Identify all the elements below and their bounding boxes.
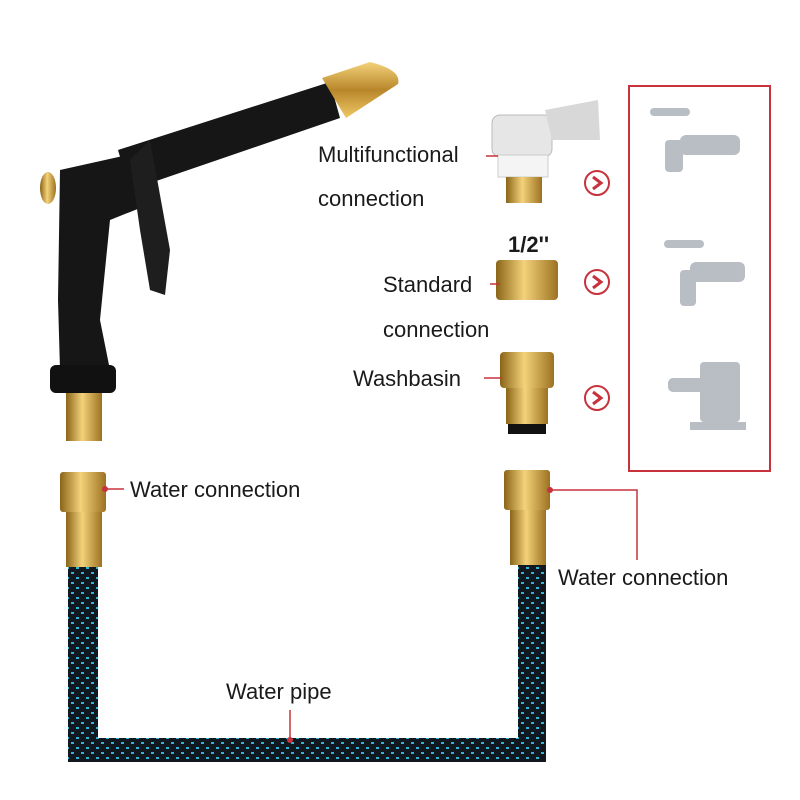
water-connection-left-label: Water connection bbox=[130, 477, 301, 502]
basin-faucet-icon bbox=[668, 362, 746, 430]
water-hose bbox=[68, 565, 546, 762]
right-connector bbox=[504, 470, 550, 565]
standard-label-2: connection bbox=[383, 317, 490, 342]
multifunctional-adapter bbox=[491, 100, 600, 203]
leader-dots bbox=[102, 486, 553, 743]
water-connection-right-label: Water connection bbox=[558, 565, 729, 590]
arrow-icon bbox=[584, 269, 610, 295]
size-label: 1/2'' bbox=[508, 232, 550, 257]
arrow-icon bbox=[584, 170, 610, 196]
left-connector bbox=[60, 472, 106, 567]
standard-label: Standard bbox=[383, 272, 473, 297]
faucet-box bbox=[628, 85, 771, 472]
standard-adapter bbox=[496, 260, 558, 300]
water-pipe-label: Water pipe bbox=[226, 679, 332, 704]
arrow-icon bbox=[584, 385, 610, 411]
multifunctional-label-2: connection bbox=[318, 186, 425, 211]
washbasin-label: Washbasin bbox=[353, 366, 462, 391]
wall-faucet-icon bbox=[650, 108, 740, 172]
tap-faucet-icon bbox=[664, 240, 745, 306]
spray-gun bbox=[40, 62, 399, 441]
washbasin-adapter bbox=[500, 352, 554, 434]
leader-lines bbox=[105, 155, 638, 740]
multifunctional-label: Multifunctional bbox=[318, 142, 459, 167]
